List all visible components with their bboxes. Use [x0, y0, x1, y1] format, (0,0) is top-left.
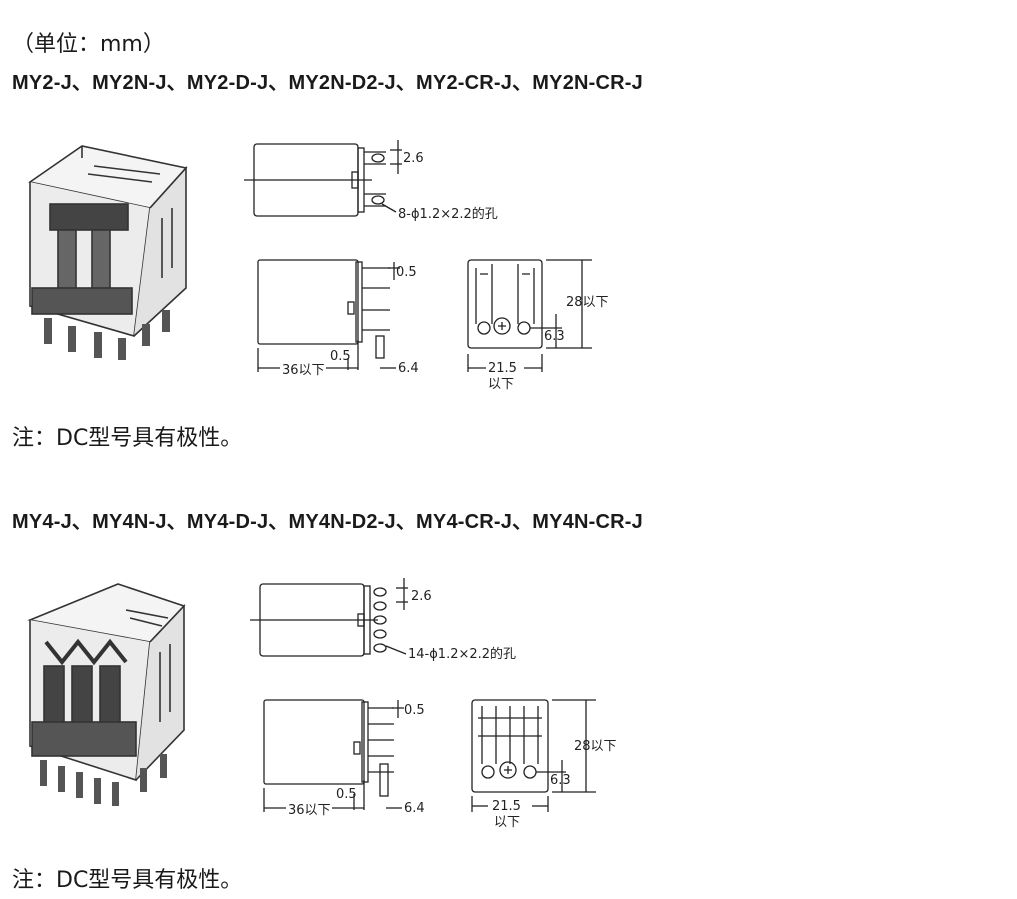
dim-pin-offset: 6.3 — [550, 773, 571, 788]
dim-width-suffix: 以下 — [488, 377, 514, 392]
dim-length: 36以下 — [288, 803, 331, 818]
section1-dc-polarity-note: 注：DC型号具有极性。 — [12, 426, 243, 451]
dim-width: 21.5 — [492, 799, 521, 814]
dim-pin-length: 6.4 — [404, 801, 425, 816]
front-view-my4: 28以下 6.3 21.5 以下 — [471, 699, 617, 830]
front-view-my2: 28以下 6.3 21.5 以下 — [467, 259, 609, 392]
relay-photo-my4 — [27, 583, 186, 806]
dim-height: 28以下 — [574, 739, 617, 754]
dim-terminal-thickness: 0.5 — [404, 703, 425, 718]
top-view-my4: 2.6 14-ϕ1.2×2.2的孔 — [250, 578, 516, 662]
dim-width-suffix: 以下 — [494, 815, 520, 830]
side-view-my2: 0.5 0.5 36以下 6.4 — [257, 259, 419, 378]
side-view-my4: 0.5 0.5 36以下 6.4 — [263, 699, 425, 818]
dim-holes: 8-ϕ1.2×2.2的孔 — [398, 206, 498, 222]
section2-model-list: MY4-J、MY4N-J、MY4-D-J、MY4N-D2-J、MY4-CR-J、… — [12, 511, 643, 533]
section1-model-list: MY2-J、MY2N-J、MY2-D-J、MY2N-D2-J、MY2-CR-J、… — [12, 72, 643, 94]
dim-terminal-width: 2.6 — [403, 151, 424, 166]
relay-photo-my2 — [28, 145, 188, 360]
dim-pin-gap: 0.5 — [330, 349, 351, 364]
dim-width: 21.5 — [488, 361, 517, 376]
section2-dc-polarity-note: 注：DC型号具有极性。 — [12, 868, 243, 893]
dim-terminal-width: 2.6 — [411, 589, 432, 604]
top-view-my2: 2.6 8-ϕ1.2×2.2的孔 — [244, 140, 498, 222]
dim-pin-offset: 6.3 — [544, 329, 565, 344]
dim-holes: 14-ϕ1.2×2.2的孔 — [408, 646, 516, 662]
dim-terminal-thickness: 0.5 — [396, 265, 417, 280]
dim-height: 28以下 — [566, 295, 609, 310]
dim-pin-length: 6.4 — [398, 361, 419, 376]
unit-note: （单位：mm） — [12, 32, 165, 57]
dim-pin-gap: 0.5 — [336, 787, 357, 802]
dim-length: 36以下 — [282, 363, 325, 378]
